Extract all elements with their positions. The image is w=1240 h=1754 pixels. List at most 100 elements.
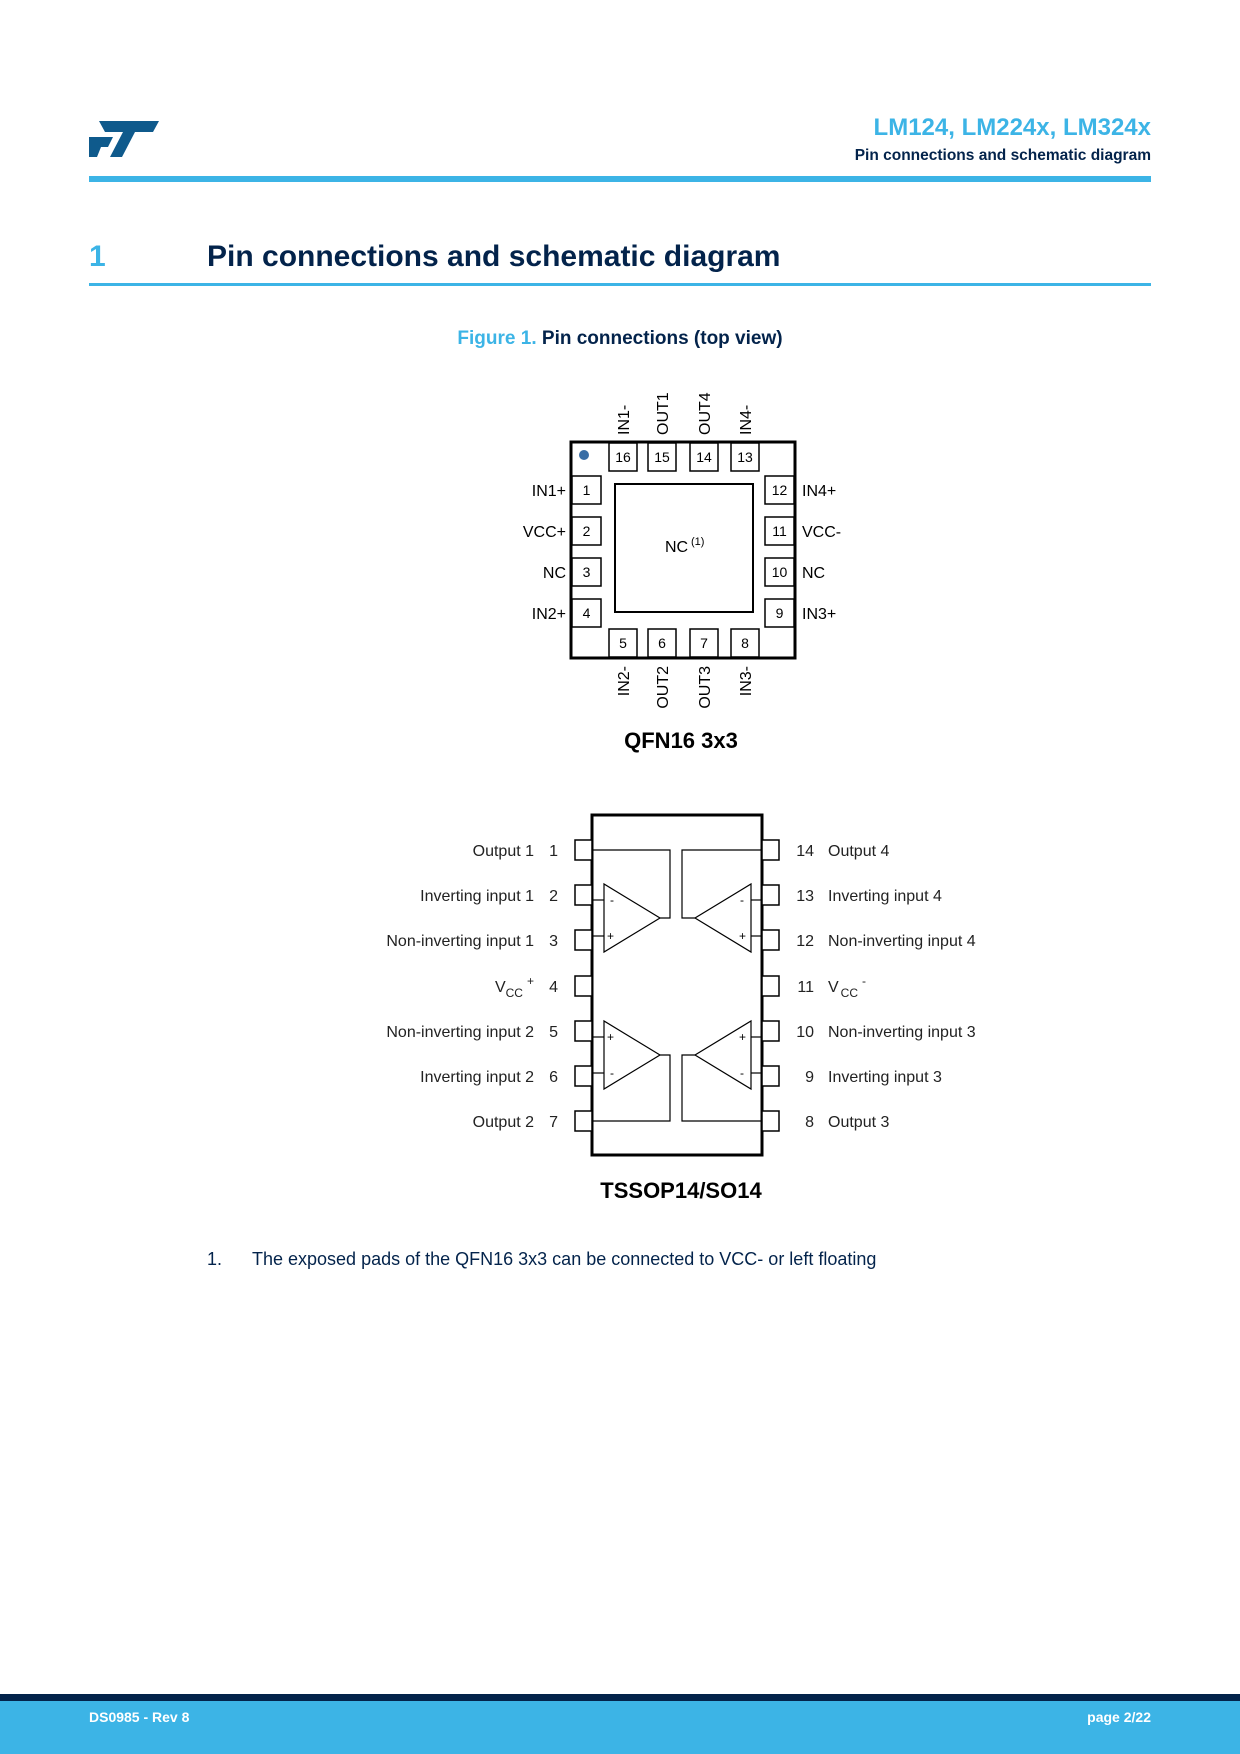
qfn-pin-number: 13: [737, 449, 753, 465]
tssop-pin-number: 5: [549, 1024, 558, 1041]
opamp-4-plus-sign: +: [739, 929, 746, 943]
qfn-pin-pad: [647, 628, 677, 658]
qfn-pin-pad: [571, 475, 602, 505]
qfn-pin-name: IN4+: [802, 483, 836, 500]
qfn-pin-pad: [689, 442, 719, 472]
tssop-pin-pad: [761, 839, 780, 861]
tssop-pin-name: Inverting input 4: [828, 888, 942, 905]
qfn-pin-number: 15: [654, 449, 670, 465]
tssop-pin-name: Output 2: [473, 1114, 534, 1131]
tssop-pin-number: 14: [796, 843, 814, 860]
qfn-pin-number: 4: [583, 605, 591, 621]
qfn-pin-name: IN2-: [616, 666, 633, 696]
qfn-pin-pad: [571, 557, 602, 587]
qfn-pin-name: OUT2: [655, 666, 672, 709]
qfn-pin-pad: [689, 628, 719, 658]
tssop-pin-name: Non-inverting input 2: [386, 1024, 534, 1041]
qfn-pin-pad: [571, 516, 602, 546]
qfn-pin-pad: [608, 442, 638, 472]
pin1-marker-icon: [579, 450, 589, 460]
qfn-exposed-pad: [614, 483, 754, 613]
tssop-package-label: TSSOP14/SO14: [600, 1178, 762, 1203]
tssop-pin-number: 12: [796, 933, 814, 950]
tssop-pin-number: 7: [549, 1114, 558, 1131]
qfn-pin-pad: [608, 628, 638, 658]
qfn-pin-number: 1: [583, 482, 591, 498]
tssop-pin-name: VCC+: [495, 974, 534, 1000]
qfn-pin-number: 2: [583, 523, 591, 539]
header-rule: [89, 176, 1151, 182]
qfn-pin-name: VCC+: [523, 524, 566, 541]
qfn-package-label: QFN16 3x3: [624, 728, 738, 753]
opamp-2-triangle: [603, 1019, 662, 1091]
qfn-center-sup: (1): [691, 536, 704, 548]
tssop-pin-name: Inverting input 3: [828, 1069, 942, 1086]
st-logo-icon: [87, 118, 161, 165]
tssop-pin-pad: [761, 884, 780, 906]
opamp-3-triangle: [693, 1019, 752, 1091]
qfn-pin-number: 9: [776, 605, 784, 621]
tssop-pin-name: Inverting input 2: [420, 1069, 534, 1086]
footnote: 1. The exposed pads of the QFN16 3x3 can …: [207, 1249, 876, 1270]
tssop-pin-name: Inverting input 1: [420, 888, 534, 905]
qfn-pin-name: VCC-: [802, 524, 841, 541]
qfn-pin-name: NC: [543, 565, 566, 582]
tssop-pin-pad: [761, 1020, 780, 1042]
opamp-4-minus-sign: -: [740, 893, 744, 907]
figure-number: Figure 1.: [457, 328, 537, 349]
qfn-pin-name: IN3-: [738, 666, 755, 696]
footnote-text: The exposed pads of the QFN16 3x3 can be…: [252, 1249, 877, 1269]
qfn-pin-number: 10: [772, 564, 788, 580]
tssop-package-outline: [590, 813, 764, 1157]
tssop-pin-number: 4: [549, 979, 558, 996]
tssop-pin-number: 6: [549, 1069, 558, 1086]
qfn-pin-number: 16: [615, 449, 631, 465]
qfn-pin-name: IN4-: [738, 405, 755, 435]
qfn-pin-name: IN1+: [532, 483, 566, 500]
opamp-4-triangle: [693, 882, 752, 954]
tssop-pin-pad: [574, 975, 593, 997]
tssop-pin-number: 11: [797, 979, 814, 996]
tssop-pin-pad: [574, 884, 593, 906]
section-rule: [89, 283, 1151, 286]
tssop-pin-name: Non-inverting input 4: [828, 933, 976, 950]
tssop-pin-number: 9: [805, 1069, 814, 1086]
footnote-number: 1.: [207, 1249, 223, 1269]
opamp-1-minus-sign: -: [610, 893, 614, 907]
document-title: LM124, LM224x, LM324x: [873, 114, 1151, 141]
tssop-pin-pad: [761, 1065, 780, 1087]
tssop-pin-number: 8: [805, 1114, 814, 1131]
qfn-package-outline: [569, 440, 797, 660]
qfn-pin-pad: [571, 598, 602, 628]
qfn-pin-pad: [764, 598, 795, 628]
qfn-pin-name: NC: [802, 565, 825, 582]
opamp-1-plus-sign: +: [607, 929, 614, 943]
qfn-pin-name: OUT4: [697, 392, 714, 435]
tssop-pin-number: 10: [796, 1024, 814, 1041]
qfn-pin-pad: [730, 628, 760, 658]
qfn-center-label: NC: [665, 539, 688, 556]
tssop-pin-pad: [574, 929, 593, 951]
opamp-1-output-wire: [593, 849, 671, 919]
opamp-2-plus-sign: +: [607, 1030, 614, 1044]
qfn-pin-name: IN3+: [802, 606, 836, 623]
qfn-pin-pad: [730, 442, 760, 472]
tssop-pin-number: 3: [549, 933, 558, 950]
qfn-pin-pad: [764, 557, 795, 587]
tssop-pin-name: Output 3: [828, 1114, 889, 1131]
tssop-pin-name: Non-inverting input 3: [828, 1024, 976, 1041]
qfn-pin-number: 6: [658, 635, 666, 651]
tssop-pin-pad: [761, 975, 780, 997]
tssop-pin-name: Output 1: [473, 843, 534, 860]
qfn-pin-pad: [764, 516, 795, 546]
qfn-pin-number: 12: [772, 482, 788, 498]
qfn-pin-name: IN1-: [616, 405, 633, 435]
qfn-pin-name: OUT1: [655, 392, 672, 435]
document-subtitle: Pin connections and schematic diagram: [854, 147, 1151, 164]
tssop-pin-name: Output 4: [828, 843, 889, 860]
qfn-pin-pad: [764, 475, 795, 505]
tssop-pin-number: 13: [796, 888, 814, 905]
